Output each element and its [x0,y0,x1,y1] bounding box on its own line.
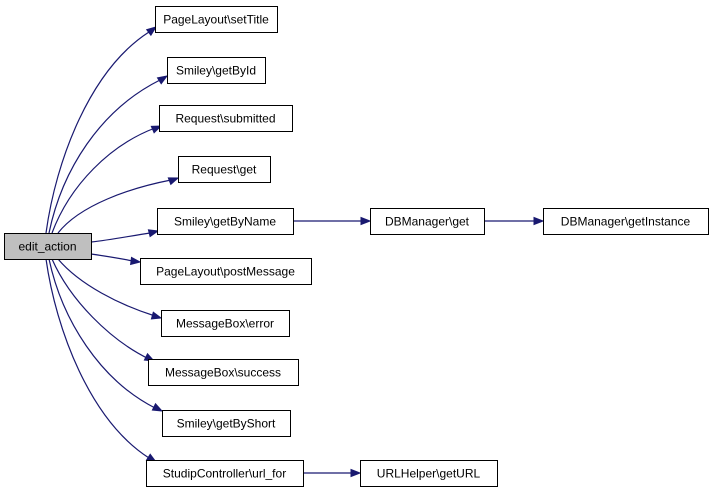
node-label: Smiley\getByName [174,215,276,229]
arrowhead [360,216,372,226]
node-label: Smiley\getById [176,64,256,78]
node-label: PageLayout\postMessage [156,265,295,279]
edge-line [51,258,150,360]
node-getByName[interactable]: Smiley\getByName [157,208,294,235]
edge-edit_action-to-setTitle [45,26,158,234]
edge-edit_action-to-getByName [90,229,160,243]
node-success[interactable]: MessageBox\success [148,359,299,386]
edge-edit_action-to-submitted [51,125,163,234]
arrowhead [150,311,163,320]
edge-edit_action-to-getByShort [48,258,164,412]
node-getById[interactable]: Smiley\getById [167,57,266,84]
node-getURL[interactable]: URLHelper\getURL [360,460,498,487]
node-box [140,258,312,285]
edge-line [57,179,172,234]
node-getByShort[interactable]: Smiley\getByShort [162,410,291,437]
node-postMessage[interactable]: PageLayout\postMessage [140,258,312,285]
node-label: edit_action [18,240,76,254]
node-submitted[interactable]: Request\submitted [159,105,293,132]
node-box [157,208,294,235]
node-box [167,57,266,84]
node-label: PageLayout\setTitle [163,13,269,27]
node-box [178,156,271,183]
arrowhead [150,125,163,134]
node-label: URLHelper\getURL [377,467,481,481]
node-box [155,6,278,33]
node-reqget[interactable]: Request\get [178,156,271,183]
edge-edit_action-to-error [57,258,163,320]
node-label: DBManager\get [385,215,470,229]
edge-line [90,253,134,262]
arrowhead [156,75,169,85]
node-box [159,105,293,132]
edge-edit_action-to-reqget [57,177,180,234]
node-box [148,359,299,386]
edge-getByName-to-dbget [293,216,372,226]
edge-line [48,79,161,234]
arrowhead [130,256,142,266]
arrowhead [147,229,160,238]
node-label: Request\get [192,163,257,177]
arrowhead [145,26,158,37]
node-dbget[interactable]: DBManager\get [370,208,485,235]
node-box [161,310,290,337]
node-box [370,208,485,235]
arrowhead [350,468,362,478]
node-edit-action[interactable]: edit_action [4,233,92,260]
arrowhead [151,402,164,412]
node-box [162,410,291,437]
arrowhead [167,177,180,186]
edge-line [90,232,151,243]
node-url-for[interactable]: StudipController\url_for [146,460,304,487]
node-label: Request\submitted [175,112,275,126]
node-label: StudipController\url_for [163,467,286,481]
node-box [146,460,304,487]
edge-dbget-to-getInstance [484,216,545,226]
node-box [4,233,92,260]
node-label: DBManager\getInstance [561,215,691,229]
edge-edit_action-to-url_for [45,258,158,463]
node-label: MessageBox\success [165,366,281,380]
edge-url_for-to-getURL [303,468,362,478]
node-setTitle[interactable]: PageLayout\setTitle [155,6,278,33]
node-box [543,208,709,235]
node-error[interactable]: MessageBox\error [161,310,290,337]
arrowhead [533,216,545,226]
node-box [360,460,498,487]
edge-line [48,258,156,409]
node-label: MessageBox\error [176,317,274,331]
edge-line [45,31,150,234]
node-getInstance[interactable]: DBManager\getInstance [543,208,709,235]
edge-line [57,258,156,317]
edge-line [51,127,156,234]
node-label: Smiley\getByShort [177,417,276,431]
edge-edit_action-to-getById [48,75,169,234]
edge-edit_action-to-postMessage [90,253,142,266]
edge-line [45,258,150,459]
